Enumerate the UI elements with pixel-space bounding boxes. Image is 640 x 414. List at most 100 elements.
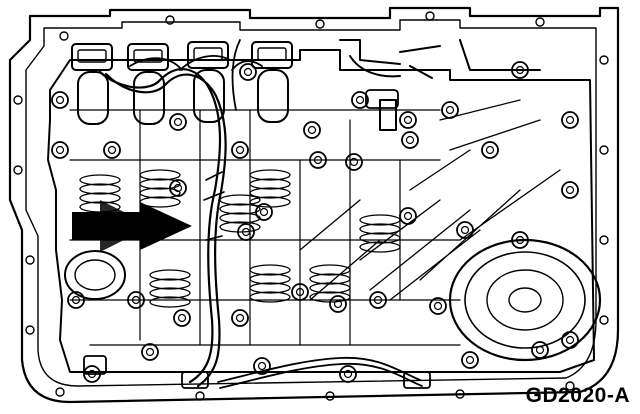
bolt-center	[565, 335, 575, 345]
bolt-center	[173, 117, 183, 127]
bolt-center	[535, 345, 545, 355]
flange-bolt-hole	[325, 391, 335, 401]
bolt-head	[169, 113, 187, 131]
bolt-center	[145, 347, 155, 357]
flange-bolt-hole	[55, 387, 65, 397]
valve-body-plate	[47, 49, 595, 373]
bolt-center	[403, 115, 413, 125]
spring-coil	[219, 203, 261, 215]
bolt-head	[399, 111, 417, 129]
bolt-center	[460, 225, 470, 235]
spring-coil	[309, 273, 351, 285]
flange-bolt-hole	[599, 55, 609, 65]
solenoid-body	[133, 71, 165, 125]
bolt-center	[257, 361, 267, 371]
spring-coil	[219, 221, 261, 233]
bolt-head	[561, 331, 579, 349]
bolt-center	[173, 183, 183, 193]
bolt-center	[307, 125, 317, 135]
figure-code: GD2020-A	[525, 384, 630, 407]
spring-coil	[149, 278, 191, 290]
bolt-head	[511, 231, 529, 249]
spring-coil	[359, 241, 401, 253]
bolt-center	[295, 287, 305, 297]
bolt-head	[351, 91, 369, 109]
harness-clips	[83, 171, 431, 389]
bolt-head	[103, 141, 121, 159]
flange-bolt-hole	[599, 235, 609, 245]
flange-bolt-holes	[13, 11, 609, 401]
bolt-center	[235, 313, 245, 323]
bolt-head	[255, 203, 273, 221]
spring-coil	[139, 187, 181, 199]
left-bore	[64, 250, 126, 300]
bolt-head	[401, 131, 419, 149]
location-arrow	[72, 200, 192, 252]
solenoid-body	[77, 71, 109, 125]
bolt-head	[461, 351, 479, 369]
bolt-head	[67, 291, 85, 309]
spring-coil	[249, 282, 291, 294]
spring-coil	[359, 214, 401, 226]
bolt-head	[127, 291, 145, 309]
solenoid-connectors	[71, 41, 293, 125]
bolt-center	[107, 145, 117, 155]
bolt-head	[399, 207, 417, 225]
spring-coil	[149, 287, 191, 299]
bolt-center	[333, 299, 343, 309]
flange-bolt-hole	[195, 391, 205, 401]
spring-coil	[249, 264, 291, 276]
bolt-center	[515, 235, 525, 245]
bolt-center	[343, 369, 353, 379]
spring-coil	[249, 169, 291, 181]
bolt-center	[465, 355, 475, 365]
spring-coil	[359, 232, 401, 244]
bolt-center	[55, 95, 65, 105]
wiring-harness	[98, 39, 423, 389]
bolt-center	[55, 145, 65, 155]
bolt-head	[231, 309, 249, 327]
solenoid-connector	[71, 43, 113, 71]
bolt-head	[481, 141, 499, 159]
solenoid-connector	[127, 43, 169, 71]
bolt-center	[313, 155, 323, 165]
bolt-center	[241, 227, 251, 237]
spring-coil	[249, 291, 291, 303]
flange-bolt-hole	[25, 255, 35, 265]
spring-coil	[249, 187, 291, 199]
bolt-center	[235, 145, 245, 155]
flange-bolt-hole	[599, 145, 609, 155]
manual-valve-linkage	[339, 39, 541, 131]
bolt-head	[456, 221, 474, 239]
bolt-center	[485, 145, 495, 155]
spring-coil	[309, 282, 351, 294]
bolt-center	[565, 115, 575, 125]
flange-bolt-hole	[13, 165, 23, 175]
bolt-head	[141, 343, 159, 361]
flange-bolt-hole	[535, 17, 545, 27]
bolt-head	[429, 297, 447, 315]
flange-bolt-hole	[599, 315, 609, 325]
bolt-head	[169, 179, 187, 197]
bolt-center	[131, 295, 141, 305]
bolt-center	[405, 135, 415, 145]
bolt-center	[403, 211, 413, 221]
solenoid-body	[193, 69, 225, 123]
bolt-center	[177, 313, 187, 323]
bolt-head	[339, 365, 357, 383]
bolt-center	[433, 301, 443, 311]
connector-terminal	[77, 49, 107, 63]
bolt-center	[373, 295, 383, 305]
bolt-head	[511, 61, 529, 79]
valve-body-bolts	[51, 61, 579, 383]
flange-bolt-hole	[455, 389, 465, 399]
bolt-head	[83, 365, 101, 383]
spring-coil	[139, 178, 181, 190]
bolt-head	[237, 223, 255, 241]
flange-bolt-hole	[13, 95, 23, 105]
bolt-center	[87, 369, 97, 379]
spring-coil	[149, 296, 191, 308]
solenoid-connector	[187, 41, 229, 69]
bolt-head	[239, 63, 257, 81]
